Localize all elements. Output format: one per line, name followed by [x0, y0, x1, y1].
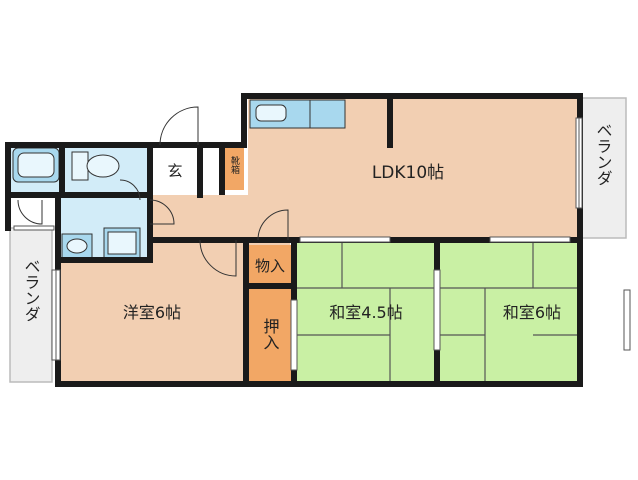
tatami-lines — [294, 242, 578, 382]
oshiire-label: 押入 — [261, 318, 280, 350]
tatami-large-label: 和室6帖 — [503, 303, 561, 322]
shoe-cabinet-floor — [224, 145, 244, 190]
fixtures — [12, 99, 346, 259]
storage-closet-label: 物入 — [255, 257, 285, 275]
ldk-floor — [248, 98, 578, 245]
storage-closet-floor — [248, 245, 292, 285]
oshiire-floor — [248, 287, 294, 382]
entrance-label: 玄 — [167, 162, 182, 180]
balcony-right-label: ベランダ — [594, 122, 613, 186]
tatami-large-floor — [437, 242, 578, 382]
balcony-left-label: ベランダ — [22, 258, 41, 322]
western-room-label: 洋室6帖 — [123, 303, 181, 322]
labels: LDK10帖 洋室6帖 和室4.5帖 和室6帖 玄 物入 靴箱 押入 ベランダ … — [22, 122, 613, 350]
balcony-left-floor — [9, 227, 53, 383]
ldk-label: LDK10帖 — [372, 163, 444, 183]
hall-floor — [150, 195, 250, 240]
tatami-small-label: 和室4.5帖 — [329, 303, 402, 322]
entrance-floor — [150, 145, 200, 195]
tatami-small-floor — [294, 242, 437, 382]
sink-icon — [255, 104, 287, 122]
doors — [17, 106, 289, 277]
western-room-floor — [58, 240, 248, 382]
windows — [13, 117, 631, 371]
toilet-icon — [71, 151, 120, 181]
shoe-cabinet-label: 靴箱 — [229, 155, 240, 175]
